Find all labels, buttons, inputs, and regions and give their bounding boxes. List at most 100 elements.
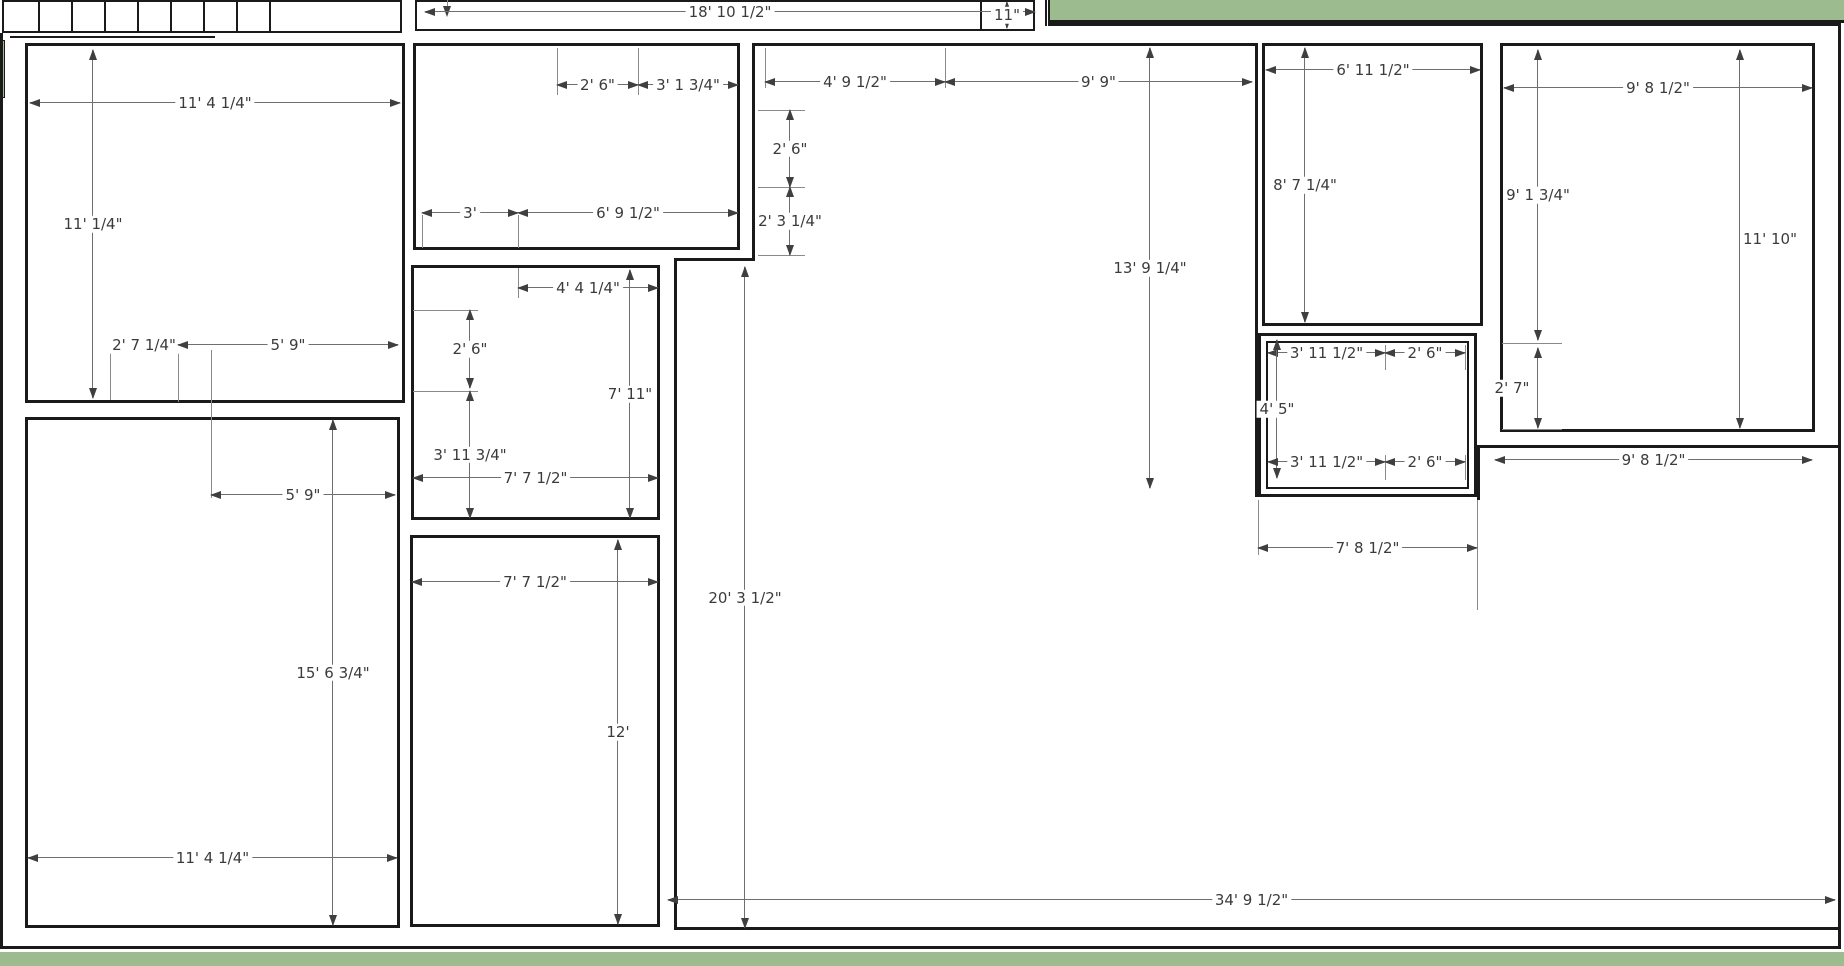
stair-tread bbox=[104, 0, 106, 31]
extension-line bbox=[758, 110, 805, 111]
dimension-label: 2' 6" bbox=[449, 341, 491, 358]
arrowhead-left-icon bbox=[764, 78, 775, 86]
arrowhead-down-icon bbox=[786, 245, 794, 256]
arrowhead-down-icon bbox=[466, 508, 474, 519]
dimension-label: 6' 11 1/2" bbox=[1333, 62, 1413, 79]
arrowhead-down-icon bbox=[614, 914, 622, 925]
arrowhead-right-icon bbox=[1375, 349, 1386, 357]
dimension: 9' 8 1/2" bbox=[1494, 452, 1813, 469]
staircase bbox=[2, 0, 402, 33]
dimension-label: 9' 1 3/4" bbox=[1503, 187, 1573, 204]
dimension: 11' 4 1/4" bbox=[27, 850, 398, 867]
arrowhead-right-icon bbox=[1375, 458, 1386, 466]
wall-segment bbox=[674, 258, 755, 261]
dimension-label: 11' 1/4" bbox=[60, 216, 126, 233]
wall-segment bbox=[1045, 0, 1047, 26]
dimension: 2' 7 1/4" bbox=[109, 337, 179, 354]
dimension-label: 8' 7 1/4" bbox=[1270, 177, 1340, 194]
arrowhead-down-icon bbox=[626, 508, 634, 519]
wall-segment bbox=[1477, 445, 1480, 500]
wall-segment bbox=[1838, 22, 1841, 949]
room-outline bbox=[25, 417, 400, 928]
arrowhead-left-icon bbox=[637, 81, 648, 89]
arrowhead-down-icon bbox=[1736, 418, 1744, 429]
dimension: 11' 10" bbox=[1734, 49, 1800, 429]
arrowhead-left-icon bbox=[667, 896, 678, 904]
dimension-label: 4' 4 1/4" bbox=[553, 280, 623, 297]
dimension-line bbox=[1739, 50, 1740, 428]
dimension: 2' 6" bbox=[1384, 454, 1466, 471]
arrowhead-down-icon bbox=[1003, 18, 1011, 29]
dimension: 2' 6" bbox=[1384, 345, 1466, 362]
wall-segment bbox=[674, 927, 1838, 930]
dimension-label: 4' 9 1/2" bbox=[820, 74, 890, 91]
arrowhead-right-icon bbox=[1025, 8, 1036, 16]
green-band bbox=[1048, 0, 1844, 23]
arrowhead-up-icon bbox=[1273, 339, 1281, 350]
dimension-label: 2' 6" bbox=[1404, 345, 1446, 362]
dimension-label: 2' 7" bbox=[1491, 380, 1533, 397]
arrowhead-left-icon bbox=[412, 474, 423, 482]
extension-line bbox=[945, 48, 946, 88]
dimension-label: 7' 11" bbox=[604, 386, 656, 403]
dimension-label: 11' 4 1/4" bbox=[172, 850, 253, 867]
arrowhead-left-icon bbox=[1267, 349, 1278, 357]
dimension: 11" bbox=[991, 1, 1023, 29]
dimension-label: 6' 9 1/2" bbox=[593, 205, 663, 222]
wall-segment bbox=[752, 43, 755, 261]
dimension-label: 9' 9" bbox=[1078, 74, 1119, 91]
arrowhead-up-icon bbox=[1534, 347, 1542, 358]
dimension-label: 3' 11 1/2" bbox=[1286, 345, 1367, 362]
arrowhead-right-icon bbox=[728, 81, 739, 89]
dimension-label: 12' bbox=[603, 724, 633, 741]
extension-line bbox=[110, 345, 111, 400]
room-outline bbox=[25, 43, 405, 403]
arrowhead-up-icon bbox=[1003, 1, 1011, 12]
room-outline bbox=[410, 535, 660, 927]
dimension-label: 2' 3 1/4" bbox=[755, 213, 825, 230]
arrowhead-down-icon bbox=[1534, 418, 1542, 429]
wall-segment bbox=[1477, 445, 1838, 448]
dimension: 11' 1/4" bbox=[60, 49, 126, 399]
extension-line bbox=[758, 255, 805, 256]
dimension: 4' 9 1/2" bbox=[764, 74, 946, 91]
wall-segment bbox=[0, 946, 1841, 949]
dimension: 18' 10 1/2" bbox=[424, 4, 1036, 21]
arrowhead-left-icon bbox=[210, 491, 221, 499]
stair-tread bbox=[38, 0, 40, 31]
dimension-label: 7' 8 1/2" bbox=[1332, 540, 1403, 557]
dimension: 9' 9" bbox=[944, 74, 1253, 91]
arrowhead-down-icon bbox=[1534, 330, 1542, 341]
arrowhead-right-icon bbox=[388, 341, 399, 349]
arrowhead-up-icon bbox=[466, 390, 474, 401]
dimension-label: 9' 8 1/2" bbox=[1623, 80, 1693, 97]
dimension-label: 5' 9" bbox=[282, 487, 324, 504]
wall-segment bbox=[10, 36, 215, 38]
dimension: 12' bbox=[603, 539, 633, 925]
dimension: 20' 3 1/2" bbox=[705, 266, 785, 929]
dimension-label: 4' 5" bbox=[1256, 401, 1298, 418]
extension-line bbox=[758, 187, 805, 188]
dimension-label: 3' 11 3/4" bbox=[430, 446, 510, 463]
dimension-label: 3' 11 1/2" bbox=[1286, 454, 1367, 471]
arrowhead-right-icon bbox=[1467, 544, 1478, 552]
arrowhead-up-icon bbox=[1736, 49, 1744, 60]
arrowhead-up-icon bbox=[626, 269, 634, 280]
arrowhead-right-icon bbox=[1802, 456, 1813, 464]
arrowhead-right-icon bbox=[648, 474, 659, 482]
dimension-label: 11" bbox=[991, 7, 1023, 24]
arrowhead-down-icon bbox=[786, 177, 794, 188]
dimension: 2' 6" bbox=[769, 109, 811, 188]
dimension: 3' 11 1/2" bbox=[1267, 345, 1386, 362]
dimension: 15' 6 3/4" bbox=[293, 419, 373, 926]
arrowhead-left-icon bbox=[517, 284, 528, 292]
dimension-label: 3' bbox=[460, 205, 480, 222]
stair-tread bbox=[236, 0, 238, 31]
wall-segment bbox=[1048, 23, 1841, 26]
dimension: 7' 7 1/2" bbox=[412, 470, 659, 487]
arrowhead-left-icon bbox=[1384, 349, 1395, 357]
arrowhead-down-icon bbox=[1273, 468, 1281, 479]
extension-line bbox=[1385, 345, 1386, 370]
dimension-label: 2' 6" bbox=[769, 140, 811, 157]
